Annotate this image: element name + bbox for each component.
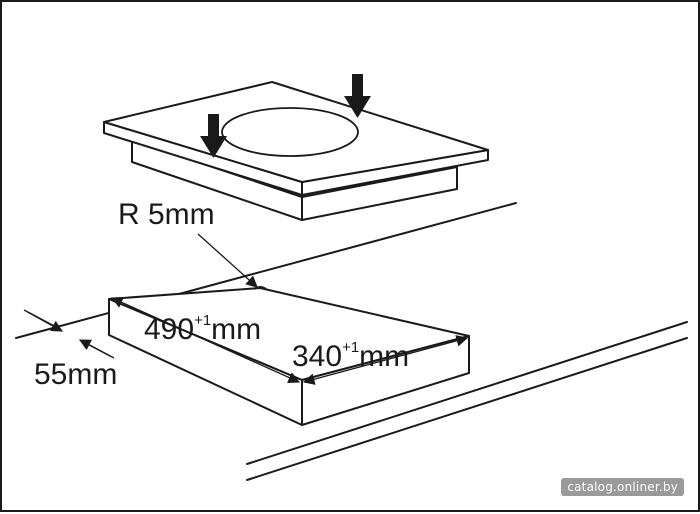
worktop-back-edge bbox=[15, 202, 517, 339]
cutout-length-value: 490 bbox=[144, 313, 195, 346]
hob bbox=[103, 81, 489, 221]
worktop bbox=[15, 202, 688, 481]
edge-distance-dimension-line-2 bbox=[78, 339, 115, 359]
cutout-width-tolerance: +1 bbox=[342, 339, 360, 356]
edge-distance-dimension-line bbox=[23, 309, 64, 332]
press-down-arrows bbox=[200, 74, 371, 158]
cutout-width-unit: mm bbox=[359, 340, 410, 373]
arrow-down-icon bbox=[200, 114, 227, 158]
cutout-rounded-corner bbox=[253, 286, 267, 290]
watermark: catalog.onliner.by bbox=[561, 478, 684, 496]
edge-distance-label: 55mm bbox=[34, 358, 118, 391]
worktop-front-edge-bottom bbox=[246, 337, 688, 481]
cutout-length-unit: mm bbox=[211, 313, 262, 346]
radius-leader-line bbox=[197, 233, 258, 288]
cooking-zone bbox=[221, 107, 359, 157]
hob-base-side bbox=[301, 166, 458, 221]
worktop-front-edge-top bbox=[246, 321, 688, 465]
radius-label: R 5mm bbox=[118, 198, 215, 231]
cutout-width-value: 340 bbox=[292, 340, 343, 373]
cutout-length-tolerance: +1 bbox=[194, 312, 212, 329]
cutout-length-label: 490+1mm bbox=[144, 312, 262, 346]
width-dimension-line bbox=[302, 335, 469, 385]
worktop-cutout bbox=[108, 286, 470, 426]
arrow-down-icon bbox=[344, 74, 371, 118]
cutout-width-label: 340+1mm bbox=[292, 339, 410, 373]
length-dimension-line bbox=[110, 296, 301, 384]
